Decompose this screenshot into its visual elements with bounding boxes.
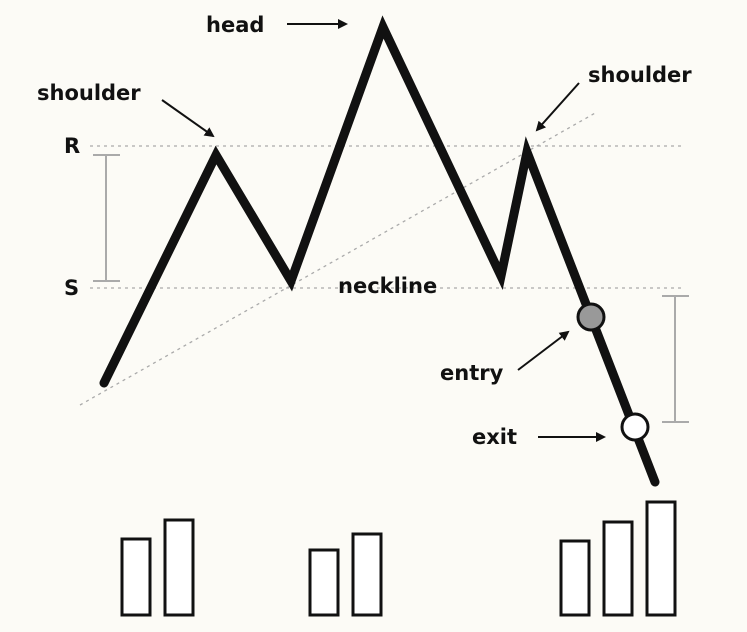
volume-bars <box>120 500 677 617</box>
entry-arrow-icon <box>517 330 570 371</box>
head-label: head <box>206 13 264 37</box>
neckline-label: neckline <box>338 274 437 298</box>
exit-marker <box>620 412 650 442</box>
pattern-height-bracket <box>93 154 120 282</box>
breakdown-volume-bar <box>645 500 677 617</box>
left-shoulder-volume-bar <box>163 518 195 617</box>
price-line <box>99 15 660 487</box>
head-volume-bar <box>308 548 340 617</box>
head-volume-bar <box>351 532 383 617</box>
shoulder-right-arrow-icon <box>535 82 580 132</box>
shoulder-left-label: shoulder <box>37 81 141 105</box>
shoulder-right-label: shoulder <box>588 63 692 87</box>
entry-marker <box>576 302 606 332</box>
resistance-label: R <box>64 134 80 158</box>
support-label: S <box>64 276 79 300</box>
left-shoulder-volume-bar <box>120 537 152 617</box>
breakdown-volume-bar <box>602 520 634 617</box>
target-projection-bracket <box>662 295 689 423</box>
shoulder-left-arrow-icon <box>161 99 215 138</box>
trend-diagonal-line <box>79 111 598 406</box>
breakdown-volume-bar <box>559 539 591 617</box>
entry-label: entry <box>440 361 504 385</box>
exit-label: exit <box>472 425 517 449</box>
